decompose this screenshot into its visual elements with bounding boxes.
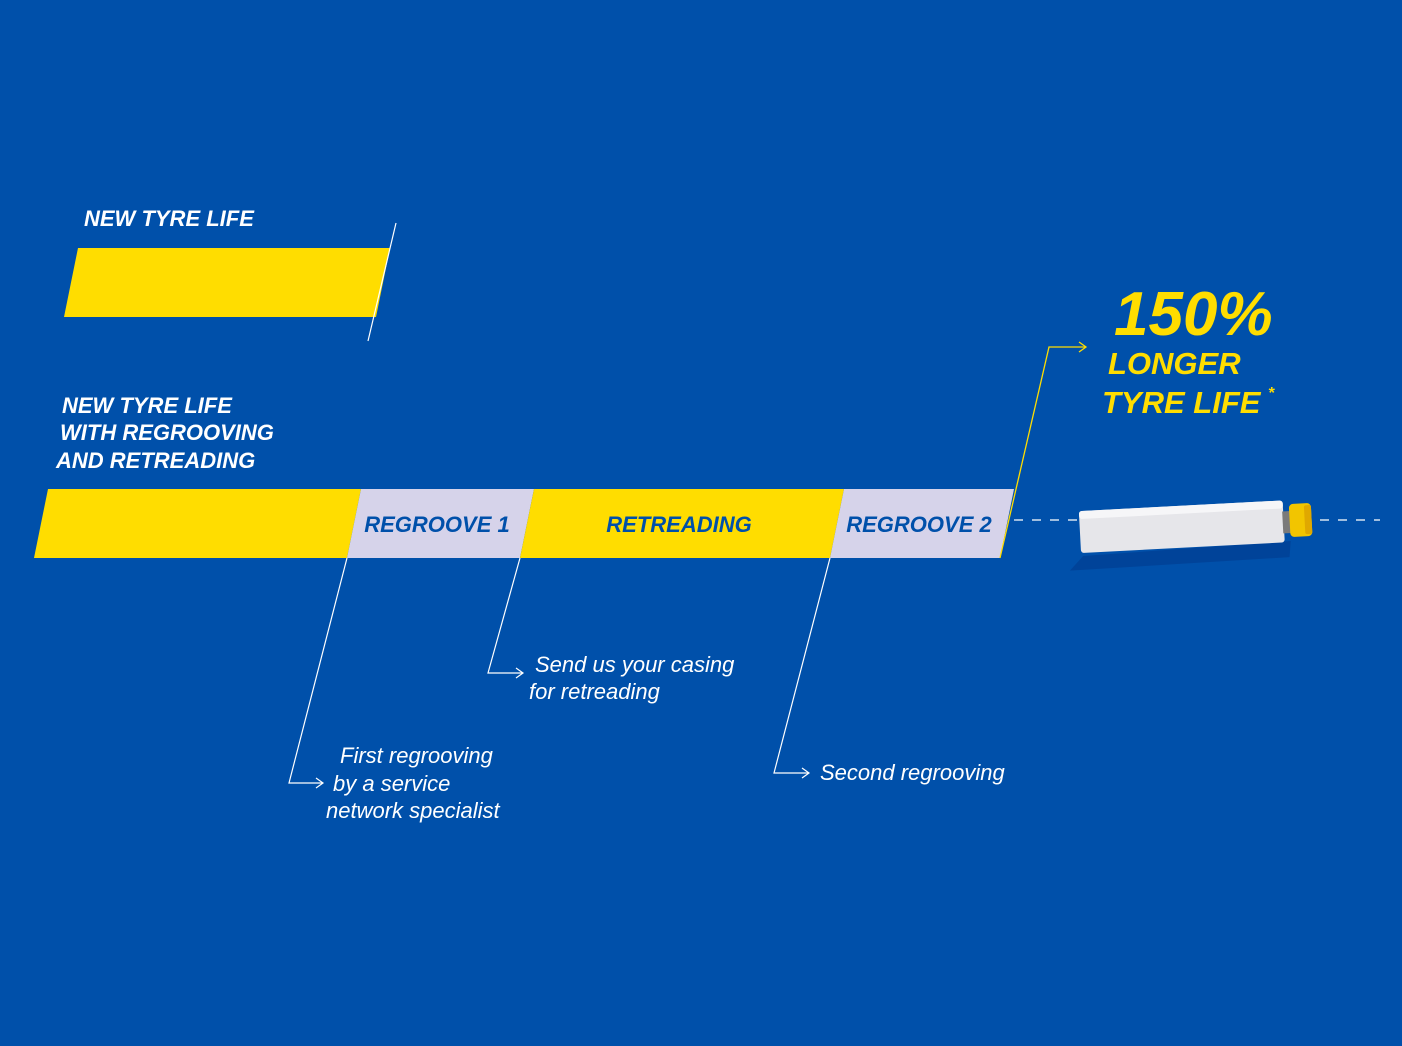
arrow-right-icon — [801, 767, 811, 779]
truck-shadow — [1069, 541, 1291, 571]
segment-regroove-2 — [830, 489, 1014, 558]
callout-line-retreading — [487, 557, 522, 674]
extended-life-bar: REGROOVE 1 RETREADING REGROOVE 2 — [34, 489, 1014, 558]
new-tyre-life-bar — [64, 248, 390, 317]
new-tyre-life-end-line — [367, 222, 397, 342]
extended-title-line-1: NEW TYRE LIFE — [62, 393, 233, 418]
callout-regroove-2-line-1: Second regrooving — [820, 760, 1005, 785]
callout-regroove-2: Second regrooving — [820, 760, 1005, 785]
segment-regroove-1-label: REGROOVE 1 — [364, 512, 509, 537]
result-line-1: LONGER — [1108, 346, 1241, 381]
callout-regroove-1: First regrooving by a service network sp… — [326, 743, 501, 823]
truck-windshield — [1303, 505, 1313, 535]
callout-lines — [288, 557, 831, 789]
result-footnote-mark: * — [1268, 385, 1275, 402]
arrow-right-icon — [315, 777, 325, 789]
result-leader-line — [999, 346, 1085, 559]
truck-hitch — [1282, 511, 1292, 534]
result-percent: 150% — [1114, 280, 1273, 349]
extended-title-line-3: AND RETREADING — [55, 448, 255, 473]
truck-trailer-highlight — [1079, 500, 1283, 519]
result-line — [999, 341, 1088, 559]
truck-icon — [1069, 500, 1313, 571]
arrow-right-icon — [1078, 341, 1088, 353]
extended-title-line-2: WITH REGROOVING — [60, 420, 274, 445]
callout-regroove-1-line-2: by a service — [333, 771, 450, 796]
segment-retreading-label: RETREADING — [606, 512, 751, 537]
callout-retreading-line-2: for retreading — [529, 679, 661, 704]
callout-retreading: Send us your casing for retreading — [529, 652, 735, 704]
result-line-2: TYRE LIFE — [1102, 385, 1262, 420]
arrow-right-icon — [515, 667, 525, 679]
callout-regroove-1-line-3: network specialist — [326, 798, 501, 823]
callout-line-regroove-2 — [773, 557, 831, 774]
segment-regroove-1 — [347, 489, 534, 558]
segment-new — [34, 489, 361, 558]
callout-line-regroove-1 — [288, 557, 348, 784]
callout-retreading-line-1: Send us your casing — [535, 652, 735, 677]
new-tyre-life-title: NEW TYRE LIFE — [84, 206, 255, 231]
callout-regroove-1-line-1: First regrooving — [340, 743, 494, 768]
segment-retreading — [520, 489, 844, 558]
result-callout: 150% LONGER TYRE LIFE * — [1102, 280, 1275, 420]
extended-life-title: NEW TYRE LIFE WITH REGROOVING AND RETREA… — [55, 393, 274, 473]
segment-regroove-2-label: REGROOVE 2 — [846, 512, 992, 537]
